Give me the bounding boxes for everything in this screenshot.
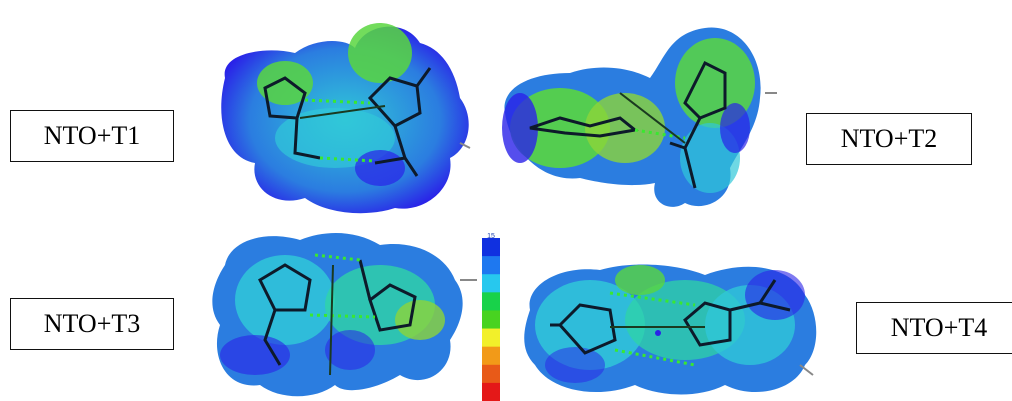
molecule-t2 [529, 60, 727, 189]
label-ntot4-text: NTO+T4 [890, 313, 988, 342]
scale-segment [482, 346, 500, 366]
molecule-t1 [263, 67, 432, 177]
label-ntot1-text: NTO+T1 [43, 121, 141, 150]
pointer-arrow-t4 [799, 364, 814, 376]
molecule-t4 [550, 279, 791, 355]
surface-t4 [524, 264, 817, 395]
surface-t1-green-blob [348, 23, 412, 83]
label-ntot3: NTO+T3 [10, 298, 174, 350]
scale-segment [482, 382, 500, 401]
surface-t3 [212, 233, 477, 397]
pointer-arrow-t1 [459, 142, 471, 149]
color-scale-bar [482, 238, 500, 401]
scale-segment [482, 328, 500, 348]
molecule-t3 [258, 259, 417, 366]
label-ntot2-text: NTO+T2 [840, 124, 938, 153]
label-ntot4: NTO+T4 [856, 302, 1012, 354]
label-ntot2: NTO+T2 [806, 113, 972, 165]
label-ntot1: NTO+T1 [10, 110, 174, 162]
dipole-arrow-t2 [619, 92, 686, 144]
scale-max-label: 15 [487, 233, 495, 240]
surface-t1-green-blob [257, 61, 313, 105]
dipole-arrow-t1 [299, 105, 386, 119]
scale-segment [482, 238, 500, 257]
scale-segment [482, 292, 500, 311]
label-ntot3-text: NTO+T3 [43, 309, 141, 338]
scale-segment [482, 274, 500, 293]
surface-t1 [221, 23, 471, 214]
scale-segment [482, 256, 500, 275]
scale-segment [482, 364, 500, 384]
scale-segment [482, 310, 500, 330]
dipole-arrow-t3 [329, 264, 334, 376]
surface-t2 [502, 27, 777, 207]
